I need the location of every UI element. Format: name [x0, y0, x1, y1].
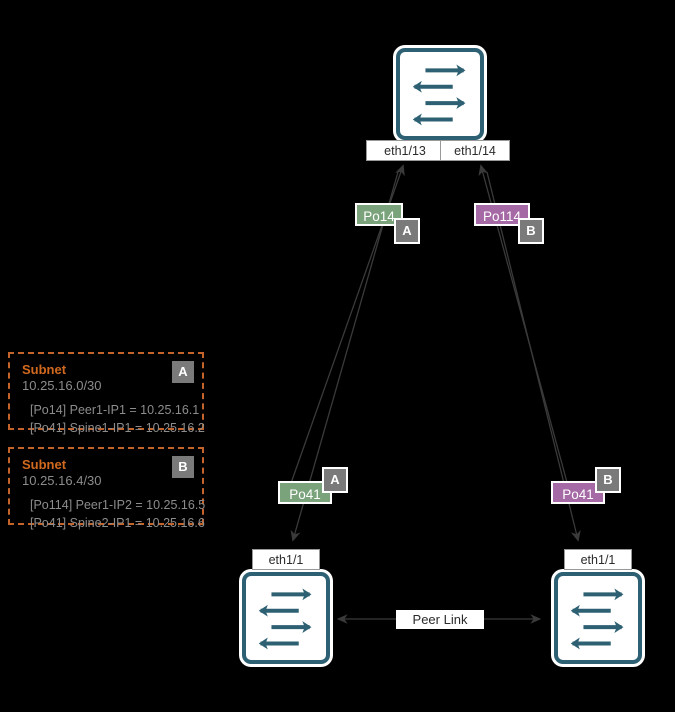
switch-icon — [412, 64, 466, 126]
port-label-spine-eth1-13[interactable]: eth1/13 — [366, 140, 444, 161]
tag-badge-leafright-po41: B — [595, 467, 621, 493]
subnet-b-cidr: 10.25.16.4/30 — [22, 473, 102, 488]
tag-badge-spine-po114: B — [518, 218, 544, 244]
port-label-leafleft-eth1-1[interactable]: eth1/1 — [252, 549, 320, 570]
subnet-a-tag-badge: A — [172, 361, 194, 383]
subnet-a-line-1: [Po14] Peer1-IP1 = 10.25.16.1 — [30, 403, 200, 417]
port-label-spine-eth1-14[interactable]: eth1/14 — [440, 140, 510, 161]
po-chip-leafright-po41[interactable]: Po41 — [551, 481, 605, 504]
po-chip-leafleft-po41[interactable]: Po41 — [278, 481, 332, 504]
po-chip-spine-po114[interactable]: Po114 — [474, 203, 530, 226]
subnet-box-b: Subnet 10.25.16.4/30 [Po114] Peer1-IP2 =… — [8, 447, 205, 530]
subnet-b-line-2: [Po41] Spine2-IP1 = 10.25.16.6 — [30, 516, 205, 530]
subnet-a-cidr: 10.25.16.0/30 — [22, 378, 102, 393]
leaf-switch-left[interactable] — [242, 572, 330, 664]
switch-icon — [570, 588, 624, 650]
subnet-b-title: Subnet — [22, 457, 67, 472]
po-chip-spine-po14[interactable]: Po14 — [355, 203, 403, 226]
subnet-box-a: Subnet 10.25.16.0/30 [Po14] Peer1-IP1 = … — [8, 352, 205, 435]
spine-switch[interactable] — [396, 48, 484, 140]
subnet-b-line-1: [Po114] Peer1-IP2 = 10.25.16.5 — [30, 498, 206, 512]
peer-link-label: Peer Link — [396, 610, 484, 629]
subnet-b-tag-badge: B — [172, 456, 194, 478]
tag-badge-leafleft-po41: A — [322, 467, 348, 493]
subnet-a-title: Subnet — [22, 362, 67, 377]
switch-icon — [258, 588, 312, 650]
subnet-b-lines: [Po114] Peer1-IP2 = 10.25.16.5 [Po41] Sp… — [22, 496, 206, 532]
tag-badge-spine-po14: A — [394, 218, 420, 244]
leaf-switch-right[interactable] — [554, 572, 642, 664]
subnet-a-lines: [Po14] Peer1-IP1 = 10.25.16.1 [Po41] Spi… — [22, 401, 205, 437]
subnet-a-line-2: [Po41] Spine1-IP1 = 10.25.16.2 — [30, 421, 205, 435]
port-label-leafright-eth1-1[interactable]: eth1/1 — [564, 549, 632, 570]
